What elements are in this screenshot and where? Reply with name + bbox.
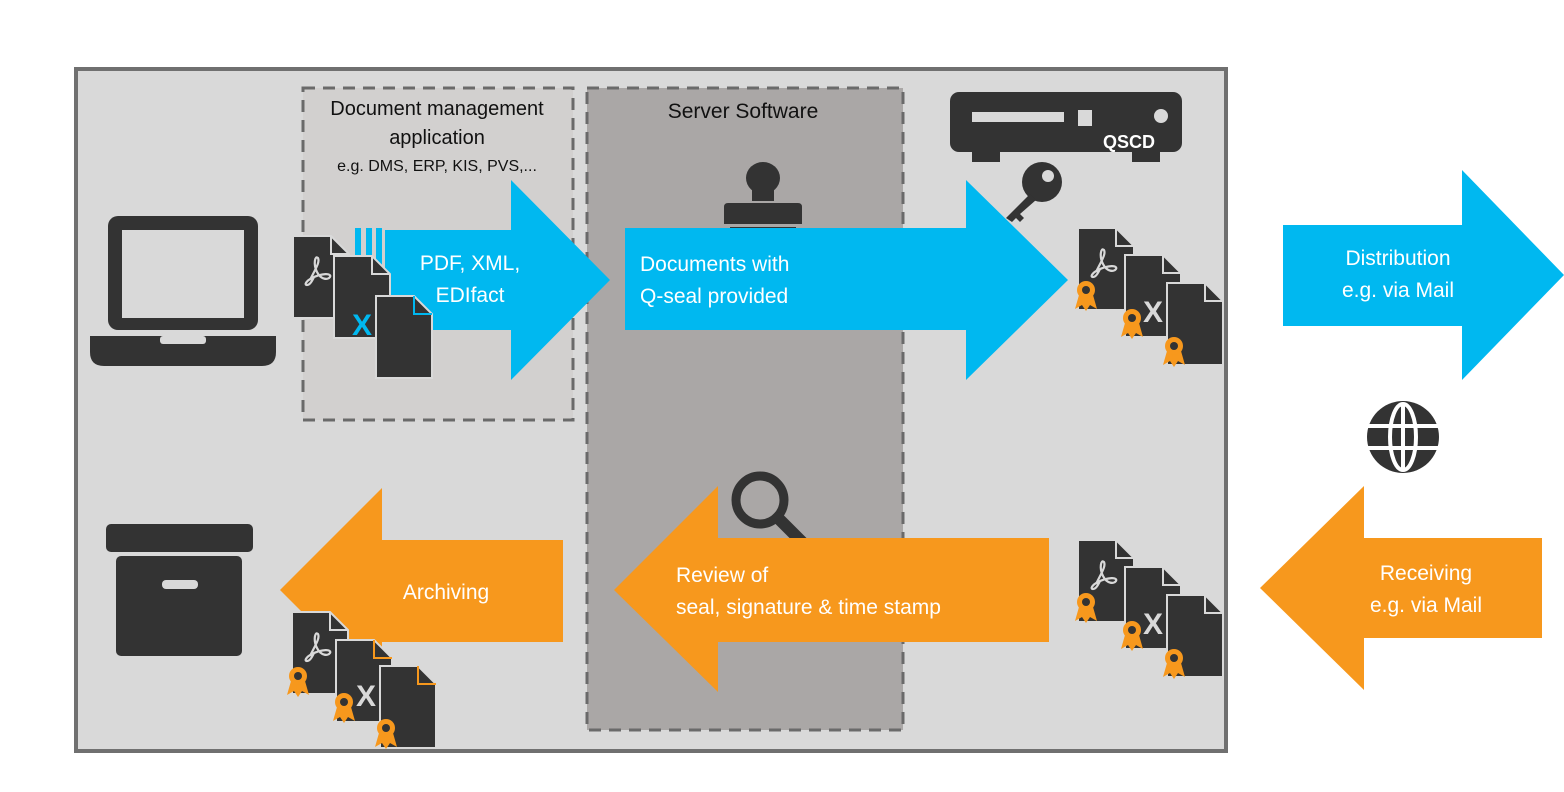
formats-label-2: EDIfact (436, 284, 505, 307)
formats-arrow: PDF, XML, EDIfact (355, 180, 610, 380)
receiving-label-2: e.g. via Mail (1370, 594, 1482, 617)
sealed-xml-glyph: X (1143, 296, 1163, 329)
qscd-device-icon: QSCD (950, 92, 1182, 162)
archive-box-icon (106, 524, 253, 656)
review-label-2: seal, signature & time stamp (676, 596, 941, 619)
sealed-document-stack-icon: X (1075, 227, 1224, 367)
document-stack-icon: X (292, 235, 433, 379)
formats-label-1: PDF, XML, (420, 252, 520, 275)
receiving-arrow: Receiving e.g. via Mail (1260, 486, 1542, 690)
distribution-arrow: Distribution e.g. via Mail (1283, 170, 1564, 380)
laptop-icon (90, 216, 276, 366)
received-document-stack-icon: X (1075, 539, 1224, 679)
review-label-1: Review of (676, 564, 768, 587)
globe-icon (1367, 401, 1439, 473)
doc-mgmt-examples: e.g. DMS, ERP, KIS, PVS,... (337, 158, 537, 175)
sealed-label-2: Q-seal provided (640, 285, 788, 308)
doc-mgmt-subtitle: application (389, 127, 485, 149)
receiving-label-1: Receiving (1380, 562, 1472, 585)
doc-mgmt-title: Document management (330, 98, 544, 120)
archived-document-stack-icon: X (287, 611, 437, 749)
review-arrow: Review of seal, signature & time stamp (614, 486, 1049, 692)
received-xml-glyph: X (1143, 608, 1163, 641)
key-icon (1006, 162, 1062, 222)
archived-xml-glyph: X (356, 680, 376, 713)
distribution-label-1: Distribution (1345, 247, 1450, 270)
distribution-label-2: e.g. via Mail (1342, 279, 1454, 302)
xml-glyph: X (352, 309, 372, 342)
server-software-label: Server Software (668, 100, 819, 123)
archiving-label: Archiving (403, 581, 489, 604)
sealed-documents-arrow: Documents with Q-seal provided (625, 180, 1068, 380)
stamp-icon (724, 162, 802, 235)
sealed-label-1: Documents with (640, 253, 789, 276)
qscd-label: QSCD (1103, 132, 1155, 152)
